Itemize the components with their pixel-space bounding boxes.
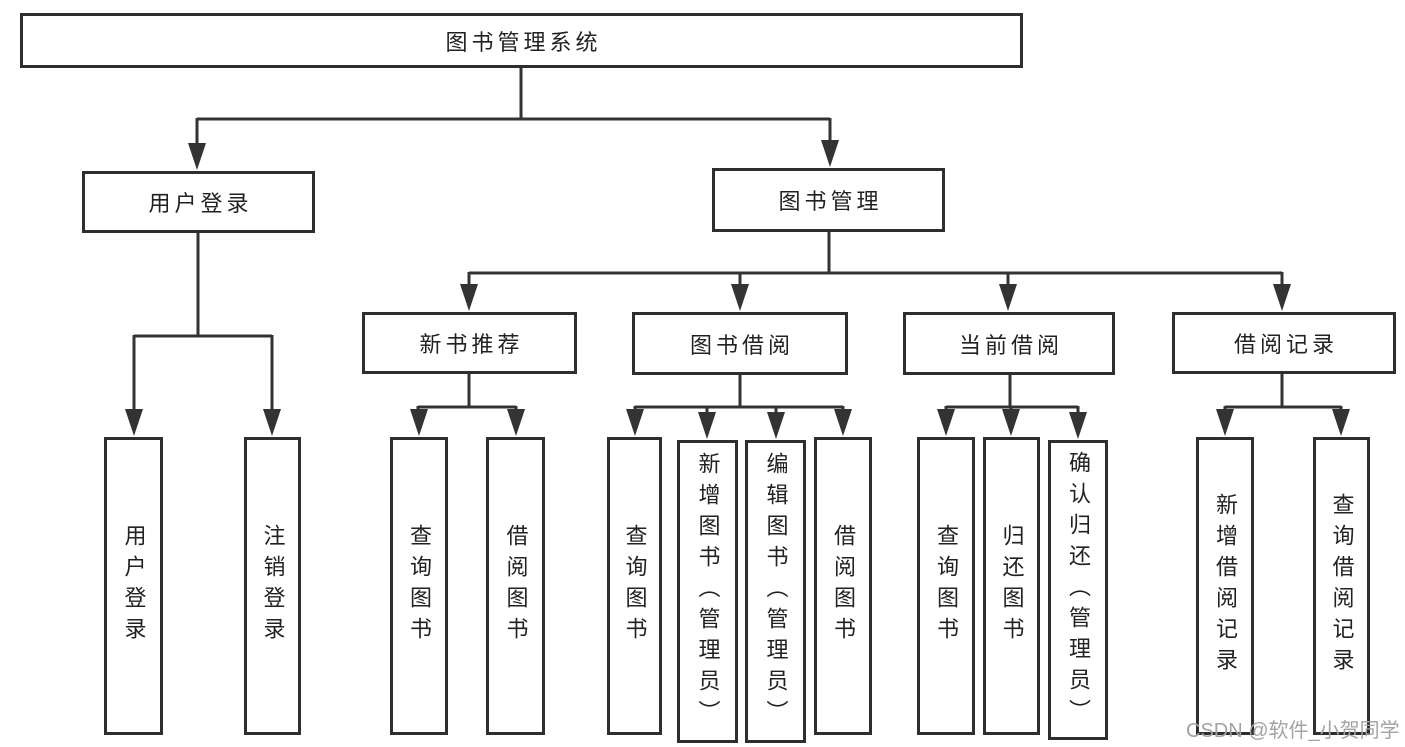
arrow-icon <box>731 284 749 311</box>
node-label: 新增图书（管理员） <box>695 452 721 731</box>
node-library-system: 图书管理系统 <box>20 13 1023 68</box>
arrow-icon <box>188 143 206 170</box>
node-label: 借阅图书 <box>831 524 856 648</box>
node-label: 借阅记录 <box>1233 332 1338 357</box>
csdn-watermark: CSDN @软件_小贺同学 <box>1186 720 1400 742</box>
arrow-icon <box>834 409 852 436</box>
node-label: 图书管理系统 <box>445 29 602 55</box>
leaf-return-books: 归还图书 <box>983 437 1040 735</box>
node-label: 查询图书 <box>934 524 959 648</box>
node-book-management: 图书管理 <box>712 168 945 232</box>
node-label: 查询图书 <box>407 524 432 648</box>
leaf-logout: 注销登录 <box>244 437 301 735</box>
node-label: 当前借阅 <box>958 332 1063 358</box>
leaf-query-books-current: 查询图书 <box>917 437 975 735</box>
node-label: 图书借阅 <box>689 332 794 358</box>
leaf-edit-books-admin: 编辑图书（管理员） <box>745 440 806 743</box>
tree-edges <box>132 68 1343 413</box>
arrow-icon <box>698 412 716 439</box>
node-label: 编辑图书（管理员） <box>763 452 789 731</box>
leaf-user-login: 用户登录 <box>104 437 163 735</box>
node-borrowing-records: 借阅记录 <box>1172 312 1396 374</box>
node-label: 用户登录 <box>121 524 147 648</box>
arrow-icon <box>767 412 785 439</box>
leaf-add-borrow-record: 新增借阅记录 <box>1196 437 1254 735</box>
node-label: 用户登录 <box>148 191 253 216</box>
node-label: 新增借阅记录 <box>1213 493 1238 679</box>
arrow-icon <box>1273 284 1291 311</box>
arrow-icon <box>626 409 644 436</box>
node-label: 借阅图书 <box>503 524 529 648</box>
node-label: 查询借阅记录 <box>1329 493 1355 679</box>
arrow-icon <box>937 409 955 436</box>
node-user-login: 用户登录 <box>82 171 315 233</box>
arrow-icon <box>1216 409 1234 436</box>
arrow-icon <box>507 409 525 436</box>
node-label: 查询图书 <box>622 524 648 648</box>
arrow-icon <box>1002 409 1020 436</box>
node-label: 归还图书 <box>999 524 1025 648</box>
node-label: 确认归还（管理员） <box>1066 450 1091 730</box>
arrow-icon <box>125 409 143 436</box>
leaf-add-books-admin: 新增图书（管理员） <box>677 440 738 743</box>
leaf-confirm-return-admin: 确认归还（管理员） <box>1048 440 1108 740</box>
arrowheads <box>125 140 1350 439</box>
node-label: 注销登录 <box>260 524 286 648</box>
leaf-query-books-borrowing: 查询图书 <box>607 437 662 735</box>
leaf-query-books-recommend: 查询图书 <box>390 437 448 735</box>
node-label: 图书管理 <box>778 189 883 214</box>
arrow-icon <box>410 409 428 436</box>
node-current-borrowing: 当前借阅 <box>903 312 1115 375</box>
arrow-icon <box>1332 409 1350 436</box>
leaf-query-borrow-record: 查询借阅记录 <box>1313 437 1370 735</box>
node-book-borrowing: 图书借阅 <box>632 312 848 375</box>
arrow-icon <box>460 284 478 311</box>
arrow-icon <box>821 140 839 167</box>
node-new-book-recommend: 新书推荐 <box>362 312 577 374</box>
arrow-icon <box>1069 412 1087 439</box>
arrow-icon <box>263 409 281 436</box>
arrow-icon <box>999 284 1017 311</box>
node-label: 新书推荐 <box>419 332 524 357</box>
leaf-borrow-books-borrowing: 借阅图书 <box>814 437 872 735</box>
leaf-borrow-books-recommend: 借阅图书 <box>486 437 545 735</box>
